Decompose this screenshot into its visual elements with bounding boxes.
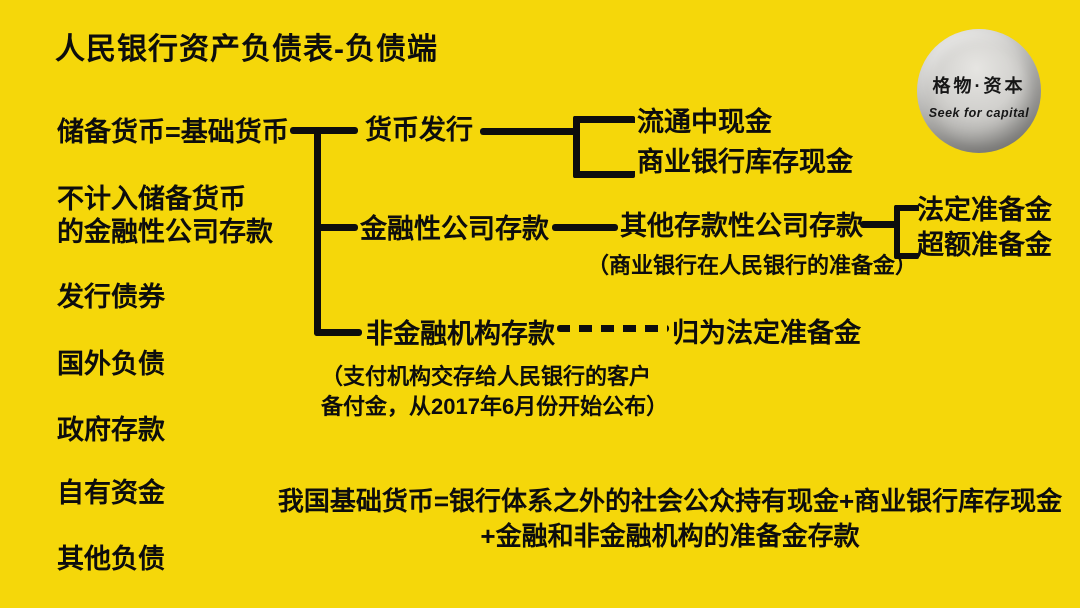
note-nonfinancial-line2: 备付金，从2017年6月份开始公布） <box>321 394 669 419</box>
connector-dashed-classified <box>557 325 669 332</box>
item-government-deposits: 政府存款 <box>57 415 165 445</box>
item-bonds-issued: 发行债券 <box>57 282 165 312</box>
bracket-reserve-children <box>894 205 919 259</box>
item-foreign-liabilities: 国外负债 <box>57 349 165 379</box>
node-excess-reserves: 超额准备金 <box>917 230 1052 260</box>
connector-trunk-vertical <box>314 127 321 336</box>
connector-stub-nonfinancial-deposits <box>314 329 362 336</box>
connector-depository-to-reserves <box>860 221 897 228</box>
note-reserves: （商业银行在人民银行的准备金） <box>587 253 918 278</box>
connector-currency-issuance <box>480 128 576 135</box>
node-required-reserves: 法定准备金 <box>917 195 1052 225</box>
note-nonfinancial-line1: （支付机构交存给人民银行的客户 <box>321 364 652 389</box>
node-financial-corp-deposits: 金融性公司存款 <box>360 214 549 244</box>
node-cash-in-circulation: 流通中现金 <box>637 107 772 137</box>
node-currency-issuance: 货币发行 <box>365 115 473 145</box>
item-reserve-money: 储备货币=基础货币 <box>57 117 289 147</box>
node-other-depository-corp-deposits: 其他存款性公司存款 <box>620 211 863 241</box>
brand-logo: 格物·资本 Seek for capital <box>917 29 1041 153</box>
base-money-summary-line2: +金融和非金融机构的准备金存款 <box>480 521 860 551</box>
brand-tagline: Seek for capital <box>928 106 1030 120</box>
brand-name: 格物·资本 <box>932 76 1026 96</box>
connector-stub-financial-deposits <box>314 224 358 231</box>
base-money-summary: 我国基础货币=银行体系之外的社会公众持有现金+商业银行库存现金 +金融和非金融机… <box>255 484 1080 554</box>
item-other-liabilities: 其他负债 <box>57 544 165 574</box>
page-title: 人民银行资产负债表-负债端 <box>55 33 438 66</box>
node-bank-vault-cash: 商业银行库存现金 <box>637 147 853 177</box>
connector-financial-to-depository <box>552 224 618 231</box>
item-excluded-deposits-line1: 不计入储备货币 <box>57 184 246 214</box>
item-own-capital: 自有资金 <box>57 478 165 508</box>
node-nonfinancial-inst-deposits: 非金融机构存款 <box>366 319 555 349</box>
item-excluded-deposits-line2: 的金融性公司存款 <box>57 217 273 247</box>
bracket-currency-issuance-children <box>573 116 635 178</box>
node-classified-as-required-reserves: 归为法定准备金 <box>672 318 861 348</box>
base-money-summary-line1: 我国基础货币=银行体系之外的社会公众持有现金+商业银行库存现金 <box>277 486 1063 516</box>
connector-root-horizontal <box>290 127 358 134</box>
